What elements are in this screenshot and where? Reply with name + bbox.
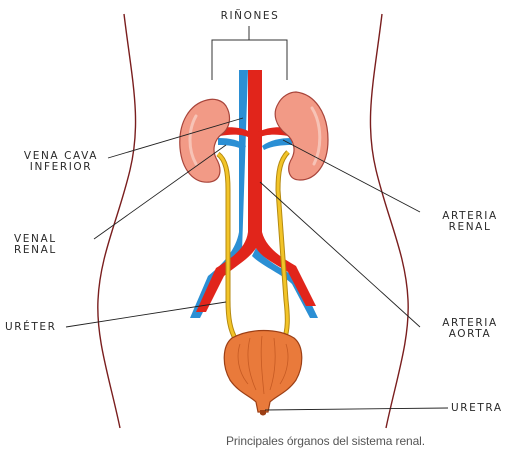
label-vena-cava-line2: INFERIOR xyxy=(12,162,110,173)
ureter-left-fill xyxy=(218,154,236,340)
urethra xyxy=(260,410,266,416)
label-kidneys: RIÑONES xyxy=(214,11,286,22)
label-renal-artery: ARTERIA RENAL xyxy=(433,211,507,233)
label-renal-artery-line2: RENAL xyxy=(433,222,507,233)
label-renal-vein-line2: RENAL xyxy=(14,245,57,256)
leader-ureter xyxy=(66,302,226,327)
leader-renal-vein xyxy=(94,145,226,239)
body-outline-left xyxy=(98,14,136,428)
figure-caption: Principales órganos del sistema renal. xyxy=(226,434,425,448)
label-vena-cava: VENA CAVA INFERIOR xyxy=(12,151,110,173)
leader-vena-cava xyxy=(108,118,243,158)
label-aorta: ARTERIA AORTA xyxy=(433,318,507,340)
label-urethra: URETRA xyxy=(451,403,503,414)
body-outline-right xyxy=(370,14,408,428)
label-renal-vein: VENAL RENAL xyxy=(14,234,57,256)
ureter-right-fill xyxy=(278,152,288,340)
label-ureter: URÉTER xyxy=(5,322,57,333)
renal-vein-right xyxy=(262,138,292,150)
leader-urethra xyxy=(265,408,448,410)
bladder xyxy=(224,331,302,413)
label-aorta-line2: AORTA xyxy=(433,329,507,340)
